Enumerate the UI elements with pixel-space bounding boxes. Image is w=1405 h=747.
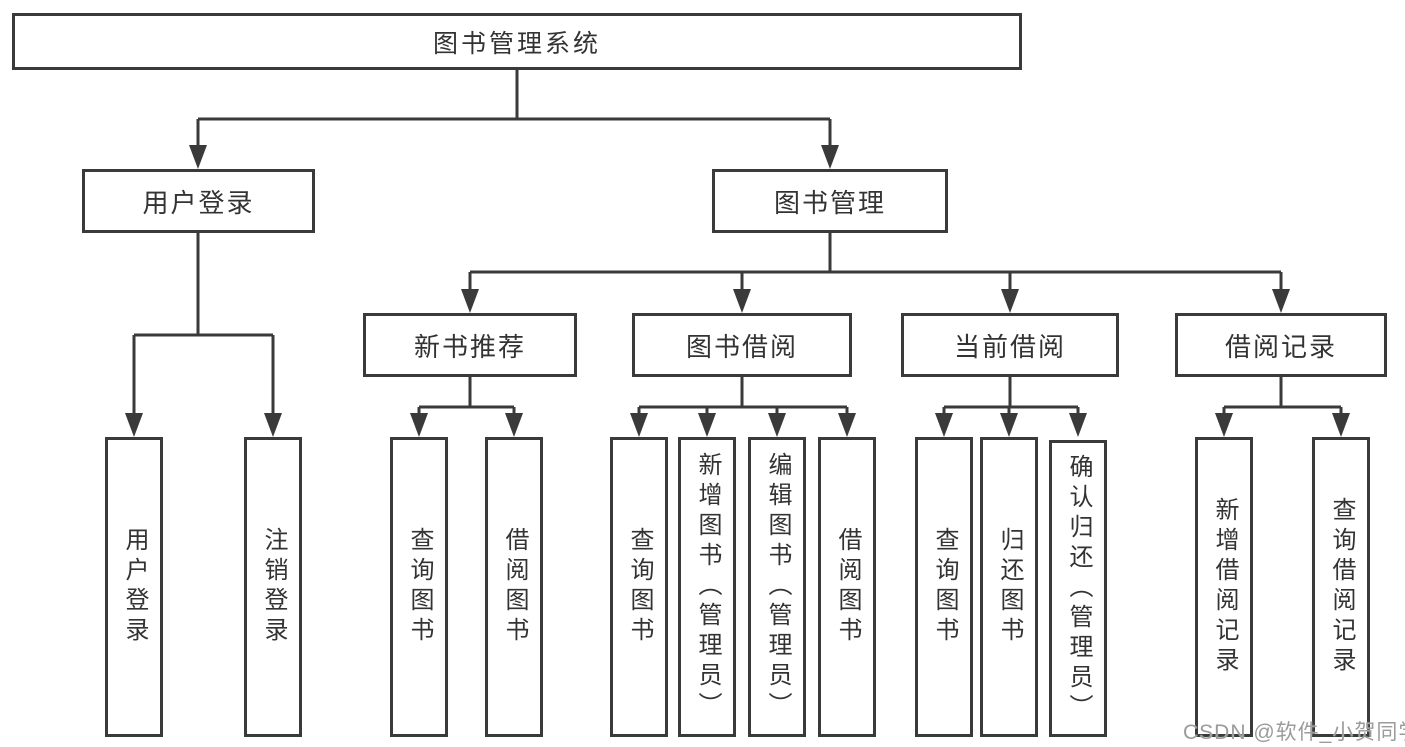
leaf-borrowing-add-book-admin: 新增图书（管理员） xyxy=(678,437,736,737)
leaf-current-confirm-return-admin: 确认归还（管理员） xyxy=(1049,440,1107,737)
node-book-management: 图书管理 xyxy=(712,169,948,233)
csdn-watermark: CSDN @软件_小贺同学 xyxy=(1183,721,1405,744)
leaf-borrowing-borrow-book: 借阅图书 xyxy=(818,437,876,737)
node-current-borrowing: 当前借阅 xyxy=(901,313,1119,377)
node-user-login: 用户登录 xyxy=(82,169,315,233)
leaf-recommend-query-book: 查询图书 xyxy=(390,437,448,737)
node-new-book-recommend: 新书推荐 xyxy=(363,313,577,377)
leaf-borrowing-query-book: 查询图书 xyxy=(610,437,668,737)
leaf-logout: 注销登录 xyxy=(244,437,302,737)
leaf-user-login: 用户登录 xyxy=(105,437,163,737)
leaf-records-add-record: 新增借阅记录 xyxy=(1195,437,1253,737)
node-borrowing-records: 借阅记录 xyxy=(1175,313,1387,377)
node-book-borrowing: 图书借阅 xyxy=(632,313,852,377)
leaf-current-return-book: 归还图书 xyxy=(980,437,1038,737)
leaf-recommend-borrow-book: 借阅图书 xyxy=(485,437,543,737)
leaf-current-query-book: 查询图书 xyxy=(915,437,973,737)
leaf-borrowing-edit-book-admin: 编辑图书（管理员） xyxy=(748,437,806,737)
leaf-records-query-record: 查询借阅记录 xyxy=(1312,437,1370,737)
node-library-management-system: 图书管理系统 xyxy=(12,13,1022,70)
